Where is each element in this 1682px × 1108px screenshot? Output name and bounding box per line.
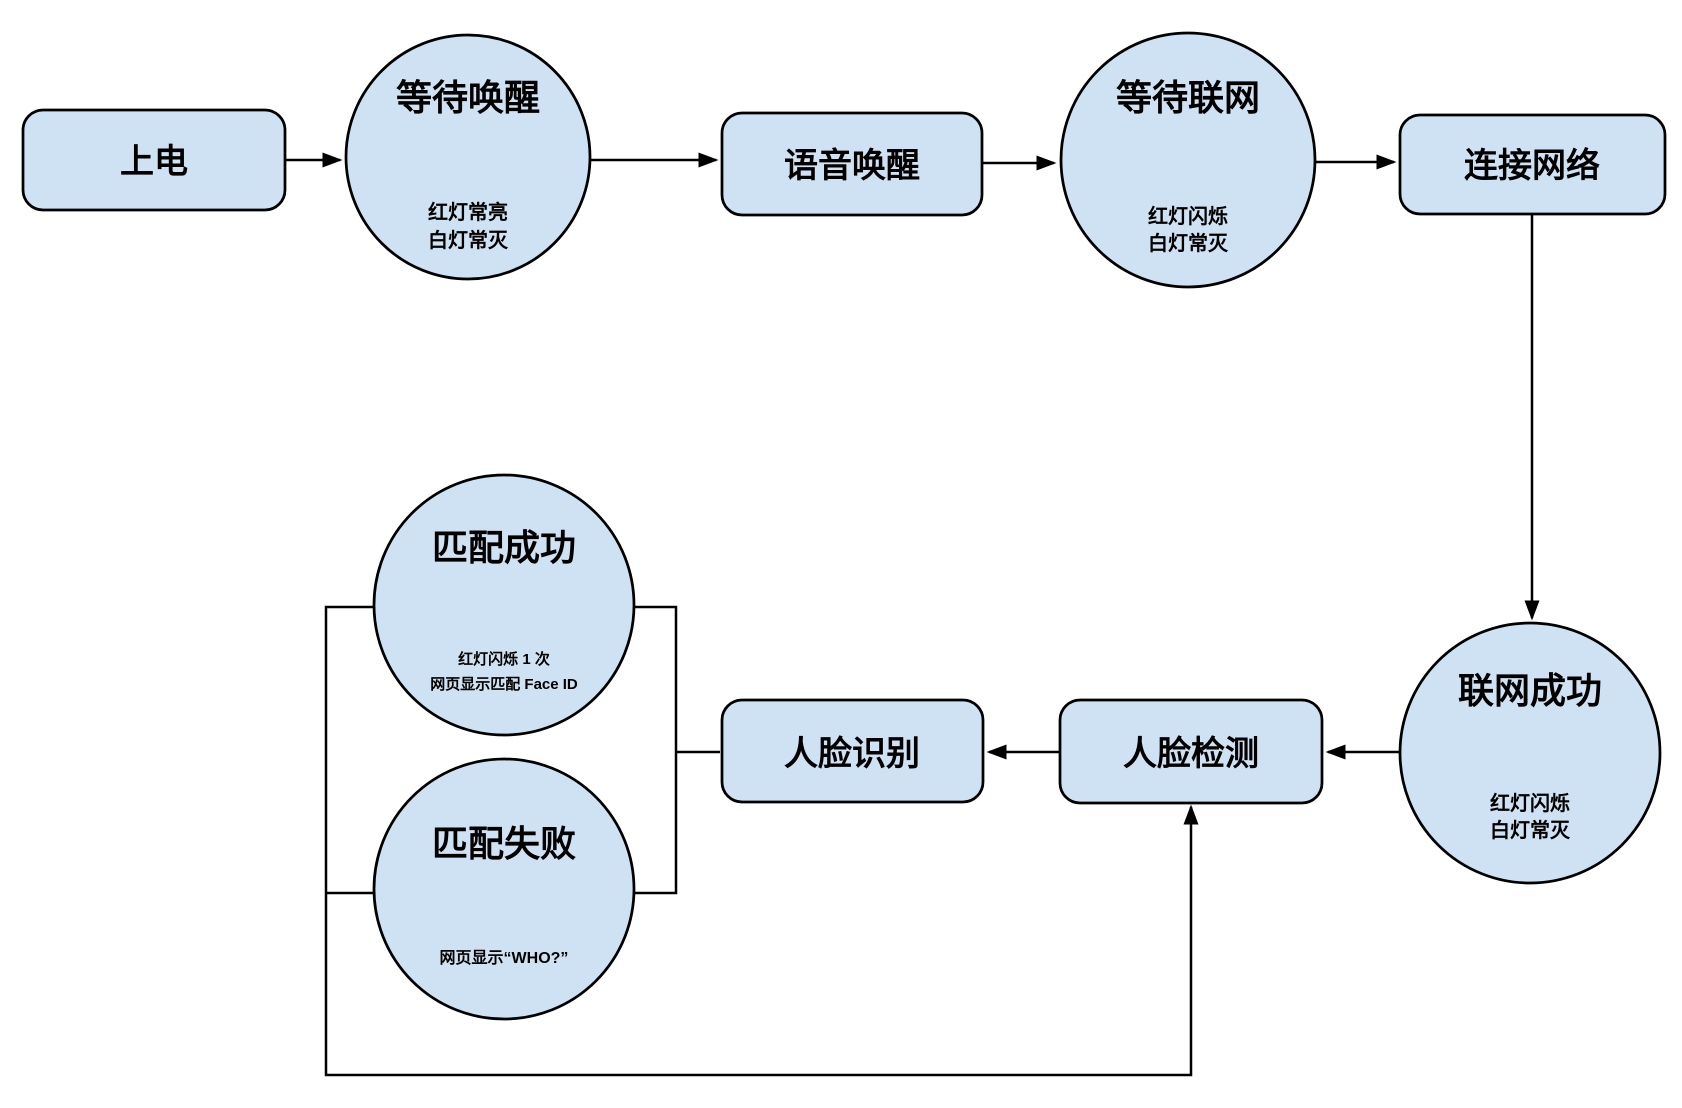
node-wait-network-note-1: 红灯闪烁	[1148, 204, 1228, 228]
node-match-success-note-1: 红灯闪烁 1 次	[458, 650, 550, 668]
node-wait-network-title: 等待联网	[1116, 77, 1260, 118]
node-connect-network	[1398, 113, 1667, 216]
node-network-success-title: 联网成功	[1458, 670, 1602, 711]
node-match-success-note-2: 网页显示匹配 Face ID	[430, 676, 578, 693]
node-match-fail-title: 匹配失败	[432, 823, 576, 864]
node-wait-network	[1059, 31, 1317, 289]
bracket-match-circles	[634, 605, 678, 895]
node-face-recognize-label: 人脸识别	[784, 735, 920, 773]
node-connect-network-label: 连接网络	[1464, 146, 1600, 185]
loop-match-success-to-face-detect	[324, 605, 1199, 1077]
node-wait-wake-note-2: 白灯常灭	[428, 228, 509, 252]
node-network-success-note-2: 白灯常灭	[1490, 818, 1571, 842]
node-wait-network-note-2: 白灯常灭	[1148, 231, 1229, 255]
edges	[286, 152, 1540, 1077]
node-power-on	[21, 108, 287, 212]
node-match-success-title: 匹配成功	[432, 527, 576, 568]
node-voice-wake	[720, 111, 984, 217]
node-power-on-label: 上电	[120, 143, 188, 181]
node-match-fail-note-1: 网页显示“WHO?”	[440, 949, 569, 967]
node-match-fail	[372, 757, 636, 1021]
node-wait-wake-title: 等待唤醒	[396, 77, 540, 118]
node-face-recognize	[720, 698, 985, 804]
node-wait-wake	[344, 33, 592, 281]
nodes: 上电 等待唤醒 红灯常亮 白灯常灭 语音唤醒 等待联网 红灯闪烁 白灯常灭 连接…	[21, 31, 1667, 1021]
node-match-success	[372, 473, 636, 737]
node-network-success-note-1: 红灯闪烁	[1490, 791, 1570, 815]
node-network-success	[1398, 621, 1662, 885]
node-wait-wake-note-1: 红灯常亮	[428, 200, 508, 224]
node-face-detect	[1058, 698, 1324, 805]
node-voice-wake-label: 语音唤醒	[784, 147, 920, 185]
node-face-detect-label: 人脸检测	[1123, 734, 1259, 773]
